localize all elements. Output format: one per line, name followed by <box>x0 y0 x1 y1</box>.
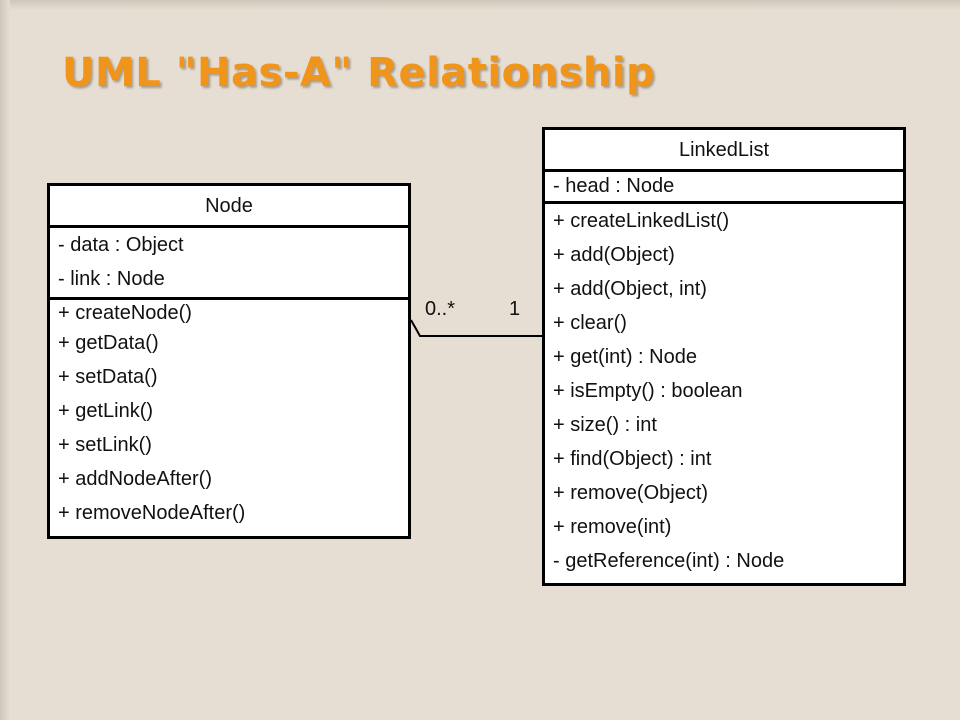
background-shade-top <box>0 0 960 10</box>
linkedlist-operation: + createLinkedList() <box>553 210 730 232</box>
linkedlist-class-name: LinkedList <box>545 130 903 172</box>
linkedlist-operation: + add(Object) <box>553 244 675 266</box>
node-attribute: - data : Object <box>58 234 184 256</box>
node-operation: + addNodeAfter() <box>58 468 212 490</box>
linkedlist-operation: + get(int) : Node <box>553 346 697 368</box>
node-operation: + setData() <box>58 366 158 388</box>
node-operations: + createNode() + getData() + setData() +… <box>50 300 408 530</box>
linkedlist-operation: + isEmpty() : boolean <box>553 380 743 402</box>
node-operation: + removeNodeAfter() <box>58 502 246 524</box>
linkedlist-operation: + remove(Object) <box>553 482 709 504</box>
association-line <box>410 319 542 337</box>
background-shade-left <box>0 0 10 720</box>
node-attributes: - data : Object - link : Node <box>50 228 408 300</box>
node-operation: + setLink() <box>58 434 152 456</box>
linkedlist-operation: - getReference(int) : Node <box>553 550 785 572</box>
linkedlist-operations: + createLinkedList() + add(Object) + add… <box>545 204 903 578</box>
linkedlist-attribute: - head : Node <box>553 175 675 197</box>
linkedlist-class-box: LinkedList - head : Node + createLinkedL… <box>542 127 906 586</box>
node-operation: + getLink() <box>58 400 154 422</box>
linkedlist-operation: + add(Object, int) <box>553 278 707 300</box>
multiplicity-list-end: 1 <box>509 298 521 320</box>
linkedlist-operation: + remove(int) <box>553 516 672 538</box>
linkedlist-operation: + size() : int <box>553 414 657 436</box>
linkedlist-attributes: - head : Node <box>545 172 903 204</box>
multiplicity-node-end: 0..* <box>425 298 456 320</box>
slide-title: UML "Has-A" Relationship <box>62 50 656 96</box>
node-operation: + getData() <box>58 332 159 354</box>
node-operation: + createNode() <box>58 302 192 324</box>
node-class-box: Node - data : Object - link : Node + cre… <box>47 183 411 539</box>
linkedlist-operation: + find(Object) : int <box>553 448 712 470</box>
node-class-name: Node <box>50 186 408 228</box>
node-attribute: - link : Node <box>58 268 165 290</box>
linkedlist-operation: + clear() <box>553 312 627 334</box>
